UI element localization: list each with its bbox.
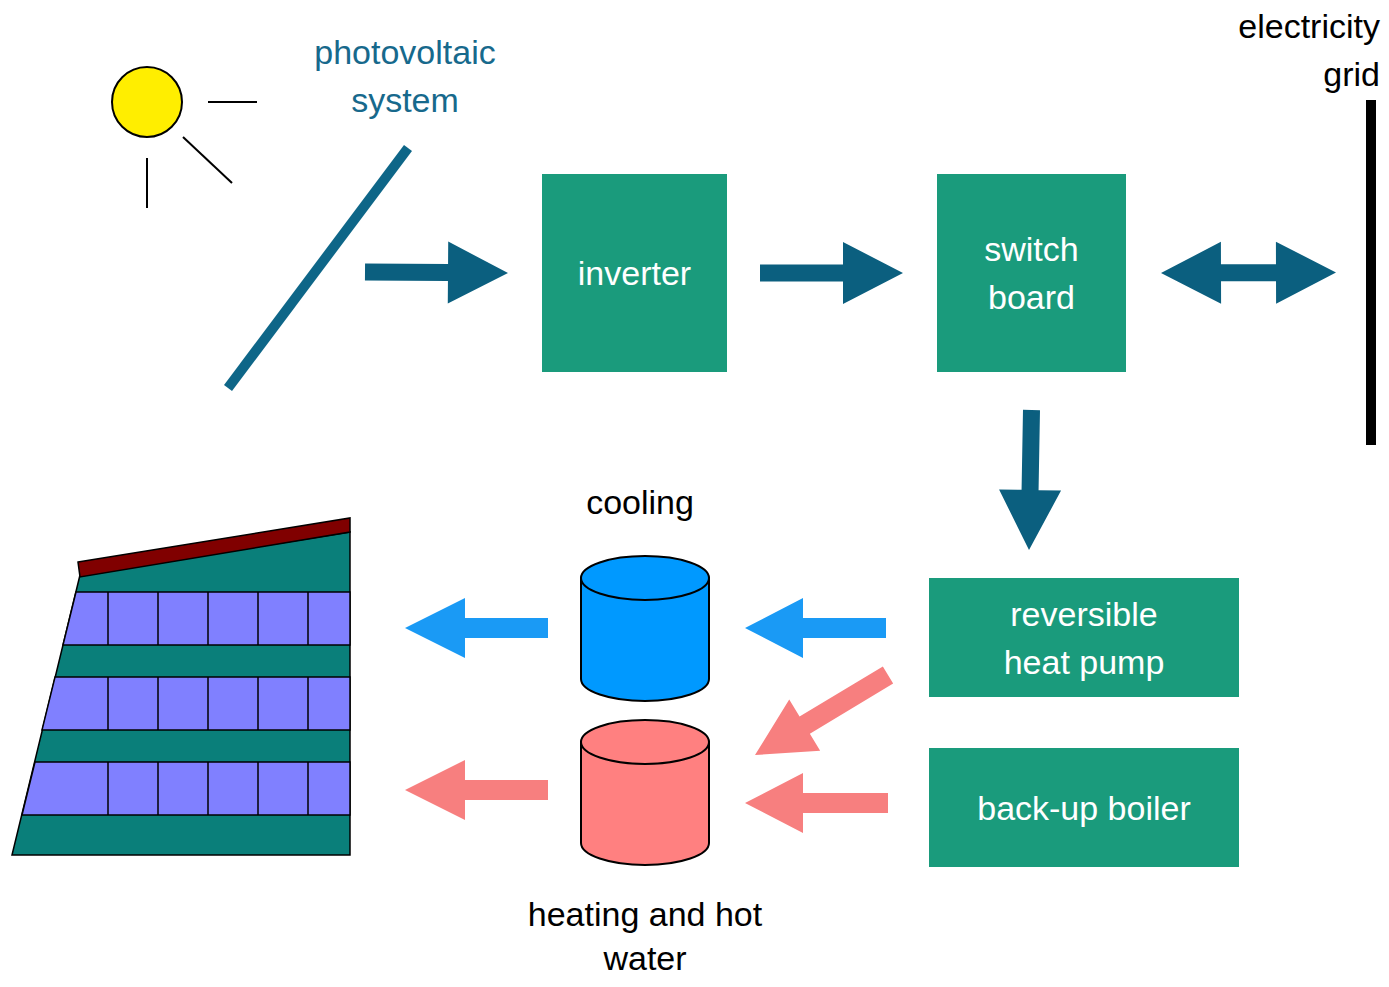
sun-ray: [146, 158, 148, 208]
pv-panel-line: [228, 148, 408, 388]
building-roof: [78, 518, 350, 577]
box-label: back-up boiler: [977, 784, 1191, 832]
window-mullion: [307, 762, 309, 815]
process-box: back-up boiler: [929, 748, 1239, 867]
storage-tank: heating and hot water: [520, 717, 770, 985]
flow-arrow: [745, 598, 886, 658]
box-label: switch board: [949, 225, 1114, 321]
window-mullion: [107, 592, 109, 645]
window-mullion: [107, 762, 109, 815]
grid-bar: [1366, 100, 1376, 445]
flow-arrow: [760, 242, 903, 304]
window-mullion: [307, 592, 309, 645]
flow-arrow: [745, 773, 888, 833]
flow-arrow: [999, 410, 1061, 550]
window-mullion: [207, 592, 209, 645]
process-box: reversible heat pump: [929, 578, 1239, 697]
heating-supply-arrow: [405, 760, 548, 820]
window-mullion: [207, 677, 209, 730]
flow-arrow: [365, 242, 508, 304]
pv-panel: [220, 140, 420, 396]
window-band: [63, 592, 350, 645]
window-mullion: [157, 592, 159, 645]
sun-ray: [183, 137, 232, 183]
tank-cylinder: [580, 555, 710, 702]
node-label: electricity grid: [1185, 2, 1380, 98]
tank-lid: [581, 720, 709, 764]
flow-arrow: [755, 666, 893, 755]
flow-arrow: [1161, 242, 1336, 304]
window-mullion: [257, 592, 259, 645]
tank-cylinder: [580, 719, 710, 866]
node-label: cooling: [555, 480, 725, 524]
building-body: [12, 532, 350, 855]
sun: [112, 67, 257, 208]
box-label: inverter: [578, 249, 691, 297]
window-mullion: [257, 762, 259, 815]
grid-bus: electricity grid: [1185, 2, 1380, 447]
window-mullions: [108, 592, 308, 815]
node-label: photovoltaic system: [280, 28, 530, 124]
process-box: inverter: [542, 174, 727, 372]
building: [12, 518, 350, 855]
window-band: [42, 677, 350, 730]
sun-ray: [208, 101, 257, 103]
window-mullion: [307, 677, 309, 730]
tank-lid: [581, 556, 709, 600]
node-label: heating and hot water: [520, 892, 770, 980]
window-band: [22, 762, 350, 815]
process-box: switch board: [937, 174, 1126, 372]
cooling-supply-arrow: [405, 598, 548, 658]
box-label: reversible heat pump: [973, 590, 1195, 686]
window-mullion: [257, 677, 259, 730]
window-mullion: [207, 762, 209, 815]
window-mullion: [157, 762, 159, 815]
sun-disc: [112, 67, 182, 137]
window-mullion: [107, 677, 109, 730]
storage-tank: cooling: [555, 480, 725, 705]
window-mullion: [157, 677, 159, 730]
pv-system: photovoltaic system: [210, 28, 540, 398]
